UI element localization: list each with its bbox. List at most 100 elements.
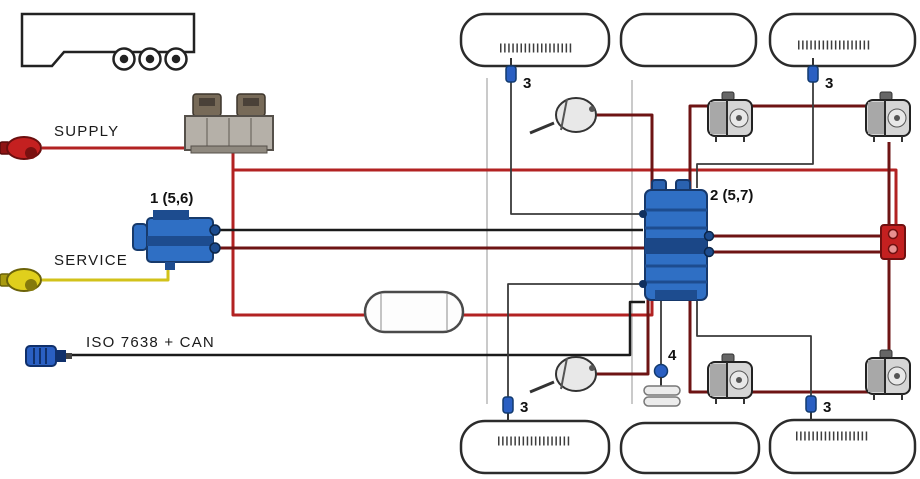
sensor-wire-axle3-right xyxy=(696,298,812,397)
component-2-modulator xyxy=(639,179,715,301)
chamber-spring-section xyxy=(710,364,726,396)
sensor-body xyxy=(502,396,514,414)
air-reservoir xyxy=(363,290,465,334)
park-valve-flange xyxy=(190,145,268,154)
spring-brake-axle2-right xyxy=(707,353,753,404)
brake-chamber-axle1-right xyxy=(529,356,597,394)
sensor-wire-axle1-left xyxy=(510,82,643,215)
component-1-label: 1 (5,6) xyxy=(150,190,193,207)
iso-connector-icon xyxy=(25,345,72,367)
wheel-sensor-axle1-left xyxy=(505,58,517,83)
wheel-sensor-axle1-right xyxy=(502,396,514,421)
park-valve-knob-right-cap xyxy=(243,98,259,106)
chamber-hub xyxy=(736,115,742,121)
chamber-port xyxy=(589,365,595,371)
brake-line-axle1-right xyxy=(592,296,650,376)
iso-connector-pin xyxy=(66,353,72,359)
service-coupling-port xyxy=(25,279,37,291)
service-label: SERVICE xyxy=(54,252,128,269)
trailer-hub-1 xyxy=(119,54,129,64)
component-1-port-lower xyxy=(209,242,221,254)
wheel-axle3-left xyxy=(768,12,917,68)
chamber-spring-section xyxy=(868,360,884,392)
supply-line-to-reservoir-modulator xyxy=(231,150,654,317)
sensor-wire-axle1-right xyxy=(507,283,643,397)
chamber-nub xyxy=(721,91,735,101)
sensor-label-axle1-left: 3 xyxy=(523,75,531,92)
air-reservoir-body xyxy=(363,290,465,334)
sensor-body xyxy=(505,65,517,83)
chassis-rails xyxy=(486,78,633,404)
iso-connector-tip xyxy=(56,350,66,362)
wheel-sensor-axle3-right xyxy=(805,395,817,420)
chamber-hub xyxy=(894,373,900,379)
sensor-wires xyxy=(507,82,814,397)
trailer-hub-3 xyxy=(171,54,181,64)
chamber-pushrod xyxy=(529,121,555,135)
component-2-flange xyxy=(655,290,697,300)
component-4-label: 4 xyxy=(668,347,677,364)
trailer-body xyxy=(20,12,196,68)
component-4 xyxy=(643,363,681,407)
supply-coupling-port xyxy=(25,147,37,159)
test-port-lower xyxy=(887,243,899,255)
test-port-upper xyxy=(887,228,899,240)
component-1-top-detail xyxy=(153,210,189,220)
supply-coupling-icon xyxy=(0,136,42,160)
brake-chamber-axle1-left xyxy=(529,97,597,135)
wheel-axle2-left xyxy=(619,12,758,68)
sensor-body xyxy=(807,65,819,83)
chamber-nub xyxy=(879,91,893,101)
chamber-hub xyxy=(736,377,742,383)
electric-lines xyxy=(70,228,645,357)
silencer-top xyxy=(643,385,681,396)
chamber-port xyxy=(589,106,595,112)
chamber-spring-section xyxy=(710,102,726,134)
wheel-axle1-right xyxy=(459,419,611,475)
wheels xyxy=(459,12,917,475)
component-2-port-right-upper xyxy=(703,230,715,242)
wheel-axle2-right xyxy=(619,421,761,475)
component-2-center-band xyxy=(645,238,707,254)
spring-brake-axle2-left xyxy=(707,91,753,142)
brake-line-rear-left xyxy=(688,104,872,190)
spring-brake-axle3-left xyxy=(865,91,911,142)
chamber-spring-section xyxy=(868,102,884,134)
component-2-port-right-lower xyxy=(703,246,715,258)
wheel-axle3-right xyxy=(768,418,917,475)
wheel-axle1-left xyxy=(459,12,611,68)
component-2-port-sensor-top xyxy=(639,210,647,218)
chamber-pushrod xyxy=(529,380,555,394)
sensor-wire-axle3-left xyxy=(696,82,814,188)
component-2-label: 2 (5,7) xyxy=(710,187,753,204)
trailer-hub-2 xyxy=(145,54,155,64)
sensor-label-axle1-right: 3 xyxy=(520,399,528,416)
chamber-nub xyxy=(721,353,735,363)
service-coupling-icon xyxy=(0,268,42,292)
park-valve-knob-left-cap xyxy=(199,98,215,106)
component-1-bottom-port xyxy=(165,262,175,270)
component-1-port-upper xyxy=(209,224,221,236)
component-1-valve xyxy=(132,210,221,270)
trailer-icon xyxy=(20,12,196,71)
supply-label: SUPPLY xyxy=(54,123,119,140)
supply-line-to-test-port xyxy=(233,168,898,228)
component-1-band xyxy=(147,236,213,246)
silencer-bottom xyxy=(643,396,681,407)
component-2-port-sensor-bottom xyxy=(639,280,647,288)
brake-lines xyxy=(215,104,891,394)
test-port-fitting xyxy=(880,224,906,260)
brake-line-axle1-left xyxy=(592,113,654,190)
spring-brake-axle3-right xyxy=(865,349,911,400)
wheel-sensor-axle3-left xyxy=(807,58,819,83)
component-4-ball xyxy=(653,363,669,379)
chamber-nub xyxy=(879,349,893,359)
iso-cable xyxy=(70,300,645,357)
iso-can-label: ISO 7638 + CAN xyxy=(86,334,215,351)
sensor-label-axle3-left: 3 xyxy=(825,75,833,92)
component-1-cylinder xyxy=(132,223,148,251)
test-port-body xyxy=(880,224,906,260)
chamber-hub xyxy=(894,115,900,121)
chamber-clamp xyxy=(560,357,568,390)
